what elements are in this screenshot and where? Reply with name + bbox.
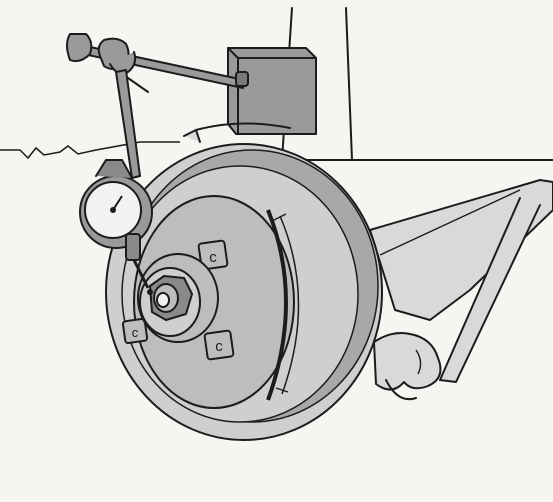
indicator-rod xyxy=(66,33,249,179)
magnetic-base xyxy=(227,47,317,135)
dial-indicator xyxy=(79,159,153,295)
background-horizon-line xyxy=(0,141,180,160)
lug-nut-upper: c xyxy=(197,239,229,271)
suspension-arm xyxy=(369,179,553,383)
lug-nut-mark: c xyxy=(215,338,223,355)
lug-nuts: c c c xyxy=(121,239,235,361)
lug-nut-mark: c xyxy=(209,249,217,266)
lug-nut-mark: c xyxy=(132,325,139,340)
wheel-studs xyxy=(273,213,289,393)
lug-nut-left: c xyxy=(121,317,149,345)
indicator-plunger xyxy=(132,259,150,289)
axle-nut xyxy=(137,253,219,343)
ball-joint-knuckle xyxy=(373,332,442,401)
lug-nut-lower: c xyxy=(203,329,235,361)
